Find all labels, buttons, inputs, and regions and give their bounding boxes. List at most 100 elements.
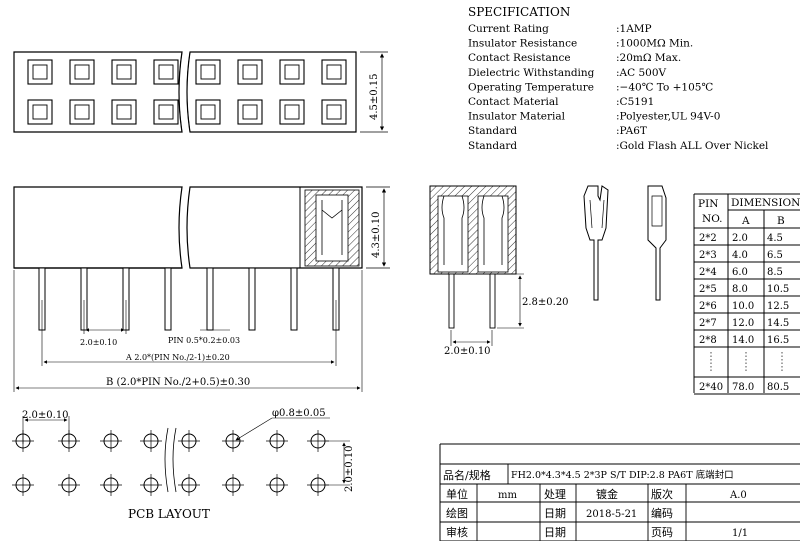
table-header-b: B bbox=[777, 215, 785, 227]
table-cell-a: 10.0 bbox=[732, 301, 754, 312]
drawn-label: 绘图 bbox=[446, 506, 468, 520]
check-label: 审核 bbox=[446, 525, 468, 539]
page-label: 页码 bbox=[651, 526, 673, 539]
spec-value: :Polyester,UL 94V-0 bbox=[616, 111, 720, 123]
table-cell-b: 8.5 bbox=[767, 267, 783, 278]
contact-cell-outer bbox=[195, 59, 221, 85]
version-value: A.0 bbox=[729, 490, 747, 501]
table-cell-a: 8.0 bbox=[732, 284, 748, 295]
end-section-view: 2.8±0.20 2.0±0.10 bbox=[429, 185, 569, 357]
process-value: 镀金 bbox=[596, 487, 618, 501]
table-cell-a: 12.0 bbox=[732, 318, 754, 329]
contact-cell-inner bbox=[284, 104, 300, 120]
height-side-label: 4.3±0.10 bbox=[371, 211, 382, 258]
contact-cell-outer bbox=[111, 99, 137, 125]
table-cell-b: 16.5 bbox=[767, 335, 789, 346]
spec-label: Dielectric Withstanding bbox=[468, 67, 595, 79]
pin bbox=[248, 267, 256, 331]
name-label: 品名/规格 bbox=[443, 468, 491, 482]
spec-label: Contact Resistance bbox=[468, 52, 571, 64]
table-cell-a: 6.0 bbox=[732, 267, 748, 278]
table-cell-a: 2.0 bbox=[732, 233, 748, 244]
top-view-contact-cells bbox=[27, 59, 347, 125]
table-header-dimension: DIMENSION bbox=[731, 197, 800, 209]
table-cell-pin: 2*6 bbox=[699, 301, 717, 312]
table-cell-pin: 2*5 bbox=[699, 284, 717, 295]
table-cell-a: 4.0 bbox=[732, 250, 748, 261]
contact-terminal-view bbox=[583, 185, 609, 301]
dim-b-label: B (2.0*PIN No./2+0.5)±0.30 bbox=[106, 377, 250, 388]
pcb-row-pitch-label: 2.0±0.10 bbox=[344, 445, 355, 492]
table-cell-b: 12.5 bbox=[767, 301, 789, 312]
top-view-right-body bbox=[186, 51, 357, 133]
contact-cell-inner bbox=[116, 104, 132, 120]
contact-cell-outer bbox=[279, 99, 305, 125]
height-top-label: 4.5±0.15 bbox=[369, 73, 380, 120]
contact-cell-outer bbox=[321, 99, 347, 125]
spec-value: :20mΩ Max. bbox=[616, 52, 681, 64]
contact-cell-inner bbox=[200, 104, 216, 120]
spec-label: Standard bbox=[468, 125, 517, 137]
contact-cell-inner bbox=[74, 64, 90, 80]
table-cell-pin: 2*40 bbox=[699, 382, 723, 393]
contact-cell-outer bbox=[69, 99, 95, 125]
spec-value: :PA6T bbox=[616, 125, 647, 137]
spec-label: Insulator Resistance bbox=[468, 38, 577, 50]
contact-cell-inner bbox=[326, 64, 342, 80]
top-view-left-body bbox=[13, 51, 183, 133]
contact-cell-inner bbox=[158, 104, 174, 120]
page-value: 1/1 bbox=[732, 528, 748, 539]
front-view: 4.3±0.10 2.0±0.10 PIN 0.5*0.2±0.03 A 2.0… bbox=[13, 186, 390, 392]
pin bbox=[164, 267, 172, 331]
pin bbox=[206, 267, 214, 331]
contact-cell-outer bbox=[237, 59, 263, 85]
unit-value: mm bbox=[498, 490, 517, 501]
contact-cell-outer bbox=[27, 59, 53, 85]
pin bbox=[290, 267, 298, 331]
contact-cell-inner bbox=[116, 64, 132, 80]
contact-cell-outer bbox=[153, 59, 179, 85]
spec-label: Insulator Material bbox=[468, 111, 566, 123]
contact-cell-outer bbox=[69, 59, 95, 85]
contact-cell-inner bbox=[242, 64, 258, 80]
table-header-no: NO. bbox=[702, 213, 723, 225]
table-cell-pin: 2*3 bbox=[699, 250, 717, 261]
contact-cell-outer bbox=[195, 99, 221, 125]
table-cell-pin: 2*2 bbox=[699, 233, 717, 244]
name-value: FH2.0*4.3*4.5 2*3P S/T DIP:2.8 PA6T 底端封口 bbox=[511, 469, 734, 481]
pin-size-label: PIN 0.5*0.2±0.03 bbox=[168, 336, 240, 345]
spec-label: Current Rating bbox=[468, 23, 549, 35]
pitch-label: 2.0±0.10 bbox=[80, 338, 117, 347]
end-pitch-label: 2.0±0.10 bbox=[444, 346, 491, 357]
title-block: 品名/规格 FH2.0*4.3*4.5 2*3P S/T DIP:2.8 PA6… bbox=[439, 443, 800, 541]
spec-value: :Gold Flash ALL Over Nickel bbox=[616, 140, 769, 152]
date2-label: 日期 bbox=[544, 526, 566, 539]
process-label: 处理 bbox=[544, 488, 566, 501]
top-view: 4.5±0.15 bbox=[13, 51, 388, 133]
contact-cell-inner bbox=[32, 64, 48, 80]
table-cell-pin: 2*7 bbox=[699, 318, 717, 329]
pin-length-label: 2.8±0.20 bbox=[522, 297, 569, 308]
contact-cell-outer bbox=[27, 99, 53, 125]
table-cell-b: 80.5 bbox=[767, 382, 789, 393]
pcb-pitch-label: 2.0±0.10 bbox=[22, 410, 69, 421]
spec-value: :1AMP bbox=[616, 23, 652, 35]
spec-label: Contact Material bbox=[468, 96, 559, 108]
contact-cell-inner bbox=[158, 64, 174, 80]
table-cell-b: 14.5 bbox=[767, 318, 789, 329]
hole-dia-label: φ0.8±0.05 bbox=[272, 408, 326, 419]
spec-title: SPECIFICATION bbox=[468, 5, 570, 19]
contact-side-view bbox=[647, 185, 667, 301]
contact-cell-outer bbox=[279, 59, 305, 85]
table-header-a: A bbox=[741, 215, 750, 227]
contact-cell-outer bbox=[153, 99, 179, 125]
spec-label: Standard bbox=[468, 140, 517, 152]
spec-value: :1000MΩ Min. bbox=[616, 38, 693, 50]
contact-cell-inner bbox=[242, 104, 258, 120]
code-label: 编码 bbox=[651, 506, 673, 520]
contact-cell-outer bbox=[321, 59, 347, 85]
spec-value: :−40℃ To +105℃ bbox=[616, 81, 713, 93]
version-label: 版次 bbox=[651, 487, 673, 501]
